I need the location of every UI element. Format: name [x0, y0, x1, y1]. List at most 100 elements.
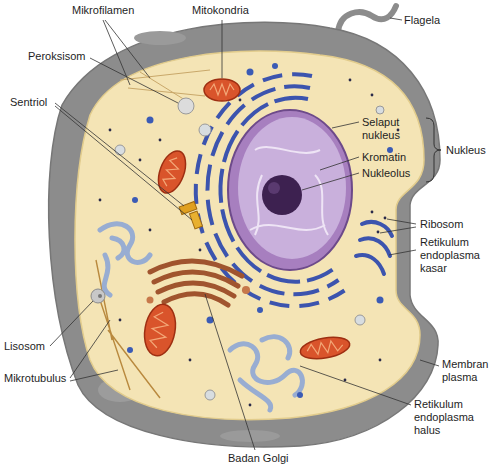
vesicle [127, 347, 133, 353]
part-label: Badan Golgi [228, 452, 289, 465]
part-label: Peroksisom [28, 50, 85, 63]
part-label: Nukleolus [362, 167, 410, 180]
mitochondrion [153, 147, 191, 197]
part-label: Nukleus [446, 144, 486, 157]
leader-line [103, 20, 130, 85]
chromatin [250, 147, 328, 235]
leader-line [55, 103, 184, 206]
leader-line [420, 360, 439, 366]
membrane-shade [134, 31, 186, 45]
vesicle [297, 392, 303, 398]
vesicle [115, 145, 125, 155]
part-label: Lisosom [4, 340, 45, 353]
vesicle [257, 307, 263, 313]
ribosome [384, 217, 387, 220]
ribosome [149, 229, 152, 232]
mitochondrion [141, 302, 180, 358]
golgi-vesicle [147, 297, 154, 304]
cristae [210, 84, 234, 95]
mitochondrion [153, 147, 191, 197]
leader-line [390, 18, 402, 20]
vesicle [199, 124, 211, 136]
leader-line [90, 58, 178, 103]
smooth-er [100, 224, 150, 295]
lysosome [98, 294, 102, 298]
ribosome [99, 199, 102, 202]
ribosome [189, 359, 192, 362]
part-label: Mikrotubulus [4, 372, 66, 385]
leader-line [55, 106, 192, 220]
ribosome [344, 379, 347, 382]
microfilament [120, 70, 210, 100]
cytoplasm [75, 51, 424, 420]
cristae [149, 311, 170, 349]
part-label: Retikulum endoplasma halus [414, 398, 480, 437]
mitochondrion [204, 79, 240, 101]
part-label: Kromatin [362, 151, 406, 164]
part-label: Mitokondria [192, 4, 249, 17]
ribosome [159, 139, 162, 142]
vesicle [205, 390, 215, 400]
ribosome [199, 249, 202, 252]
membrane-shade [220, 430, 280, 442]
ribosome [239, 99, 242, 102]
plasma-membrane [49, 22, 440, 447]
leader-line [302, 173, 359, 190]
nucleolus [268, 182, 280, 194]
golgi-vesicle [242, 286, 250, 294]
ribosome [371, 211, 374, 214]
ribosome [99, 79, 400, 407]
golgi-body [150, 261, 242, 305]
ribosome [371, 94, 374, 97]
smooth-er [230, 337, 302, 410]
cristae [306, 339, 343, 356]
vesicle [247, 69, 254, 76]
leader-lines [50, 18, 439, 450]
vesicle [132, 197, 138, 203]
vesicle [376, 106, 384, 114]
peroxisome [178, 98, 194, 114]
part-label: Flagela [404, 14, 440, 27]
ribosome [139, 159, 142, 162]
vesicle [147, 117, 154, 124]
mitochondrion [299, 334, 352, 362]
leader-line [300, 366, 411, 405]
part-label: Sentriol [10, 96, 47, 109]
ribosome [119, 319, 122, 322]
part-label: Ribosom [420, 218, 463, 231]
ribosome [377, 231, 380, 234]
leader-line [222, 20, 223, 78]
leader-line [205, 294, 255, 450]
mitochondrion [299, 334, 352, 362]
ribosome [249, 404, 252, 407]
chromatin [238, 117, 346, 259]
ribosome [109, 129, 112, 132]
part-label: Mikrofilamen [72, 4, 134, 17]
ribosome [379, 359, 382, 362]
ribosome [349, 79, 352, 82]
leader-line [387, 219, 416, 224]
leader-line [332, 122, 359, 128]
leader-line [389, 250, 416, 255]
nucleus-envelope [228, 110, 352, 270]
mitochondrion [141, 302, 180, 358]
part-label: Selaput nukleus [362, 116, 412, 142]
vesicle [377, 297, 384, 304]
vesicle [355, 315, 365, 325]
flagellum [338, 6, 396, 32]
lysosome [91, 289, 105, 303]
vesicle [272, 63, 278, 69]
nucleolus [262, 175, 302, 215]
rough-er [356, 222, 392, 274]
leader-line [70, 370, 118, 381]
part-label: Membran plasma [442, 358, 494, 384]
part-label: Retikulum endoplasma kasar [420, 236, 486, 275]
leader-line [50, 301, 93, 346]
bracket [426, 118, 441, 182]
cristae [161, 156, 182, 188]
leader-line [320, 157, 359, 170]
leader-line [380, 227, 416, 233]
mitochondrion [204, 79, 240, 101]
leader-line [70, 320, 110, 378]
